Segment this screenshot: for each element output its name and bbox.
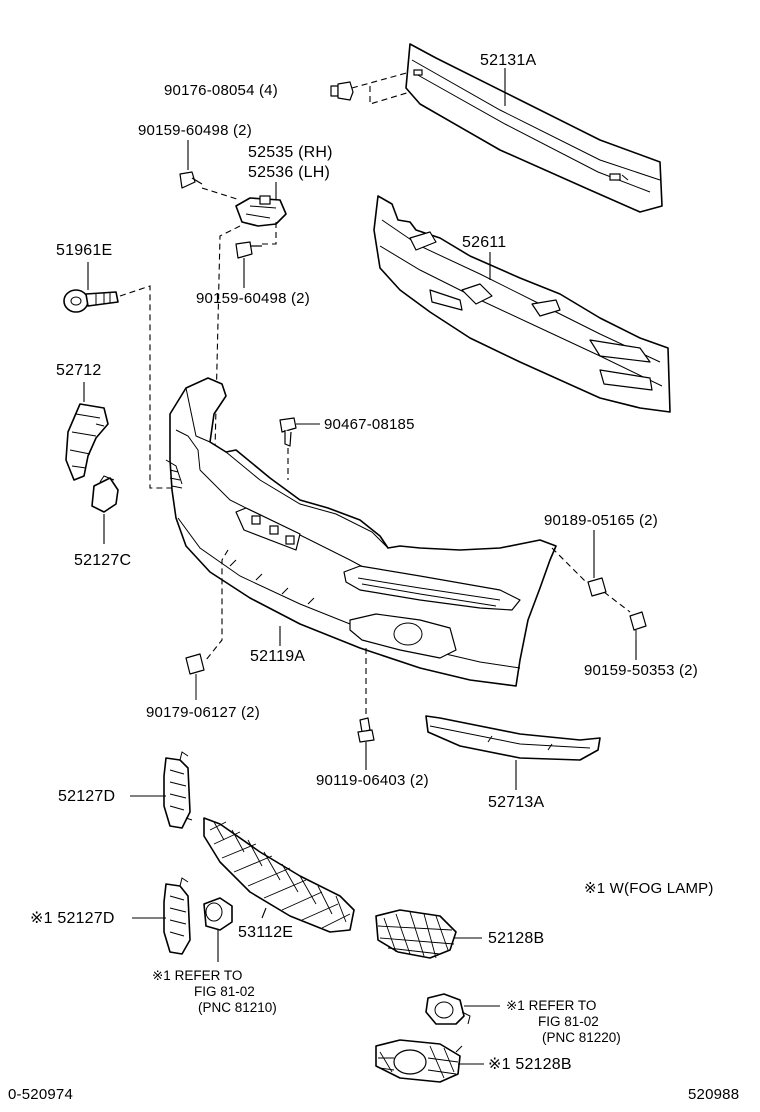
ref-note-81220-line3: (PNC 81220) [542, 1030, 621, 1045]
side-support-52712-part[interactable] [65, 403, 109, 481]
label-51961E: 51961E [56, 242, 113, 259]
ref-note-81210-line2: FIG 81-02 [194, 984, 255, 999]
label-52713A: 52713A [488, 794, 545, 811]
label-52712: 52712 [56, 362, 102, 379]
label-90159-60498-lower: 90159-60498 (2) [196, 290, 310, 307]
label-90179-06127: 90179-06127 (2) [146, 704, 260, 721]
cover-52127D-part[interactable] [163, 751, 193, 829]
grille-53112E-part[interactable] [203, 817, 355, 933]
label-90176-08054: 90176-08054 (4) [164, 82, 278, 99]
note-fog-lamp: ※1 W(FOG LAMP) [584, 880, 714, 897]
energy-absorber-52611-part[interactable] [373, 195, 671, 413]
bracket-52535-part[interactable] [235, 195, 287, 227]
label-52128B: 52128B [488, 930, 545, 947]
ref-note-81220-line1: ※1 REFER TO [506, 998, 597, 1013]
bolt-90159-lower-part[interactable] [235, 241, 262, 259]
label-53112E: 53112E [238, 924, 294, 941]
bumper-cover-52119A-part[interactable] [165, 377, 557, 687]
nut-90189-part[interactable] [587, 577, 607, 597]
label-90159-60498-upper: 90159-60498 (2) [138, 122, 252, 139]
grille-52128B-part[interactable] [375, 909, 457, 959]
label-52536-lh: 52536 (LH) [248, 164, 331, 181]
cover-52127D-alt-part[interactable] [163, 877, 191, 955]
label-90119-06403: 90119-06403 (2) [316, 772, 429, 789]
label-90159-50353: 90159-50353 (2) [584, 662, 698, 679]
clip-90467-part[interactable] [279, 417, 297, 447]
label-52127D-alt: ※1 52127D [30, 910, 115, 927]
bolt-90159-upper-part[interactable] [179, 171, 203, 189]
label-52119A: 52119A [250, 648, 306, 665]
footer-right-code: 520988 [688, 1086, 740, 1103]
moulding-52713A-part[interactable] [425, 715, 601, 761]
label-52611: 52611 [462, 234, 507, 251]
ref-note-81210-line3: (PNC 81210) [198, 1000, 277, 1015]
cover-52127C-part[interactable] [91, 475, 119, 513]
grille-52128B-alt-part[interactable] [375, 1039, 463, 1083]
bolt-90176-part[interactable] [330, 81, 354, 101]
screw-90119-part[interactable] [357, 717, 375, 743]
towing-hook-51961E-part[interactable] [63, 289, 119, 313]
bolt-90159-right-part[interactable] [629, 611, 647, 640]
fog-lamp-81220-part[interactable] [425, 993, 471, 1025]
footer-left-code: 0-520974 [8, 1086, 73, 1103]
clip-90179-part[interactable] [185, 653, 205, 700]
label-90189-05165: 90189-05165 (2) [544, 512, 658, 529]
label-90467-08185: 90467-08185 [324, 416, 415, 433]
fog-lamp-81210-part[interactable] [203, 897, 233, 931]
label-52127C: 52127C [74, 552, 132, 569]
ref-note-81220-line2: FIG 81-02 [538, 1014, 599, 1029]
ref-note-81210-line1: ※1 REFER TO [152, 968, 243, 983]
label-52131A: 52131A [480, 52, 537, 69]
bumper-reinforcement-part[interactable] [405, 43, 663, 213]
label-52535-rh: 52535 (RH) [248, 144, 333, 161]
label-52127D: 52127D [58, 788, 116, 805]
label-52128B-alt: ※1 52128B [488, 1056, 572, 1073]
